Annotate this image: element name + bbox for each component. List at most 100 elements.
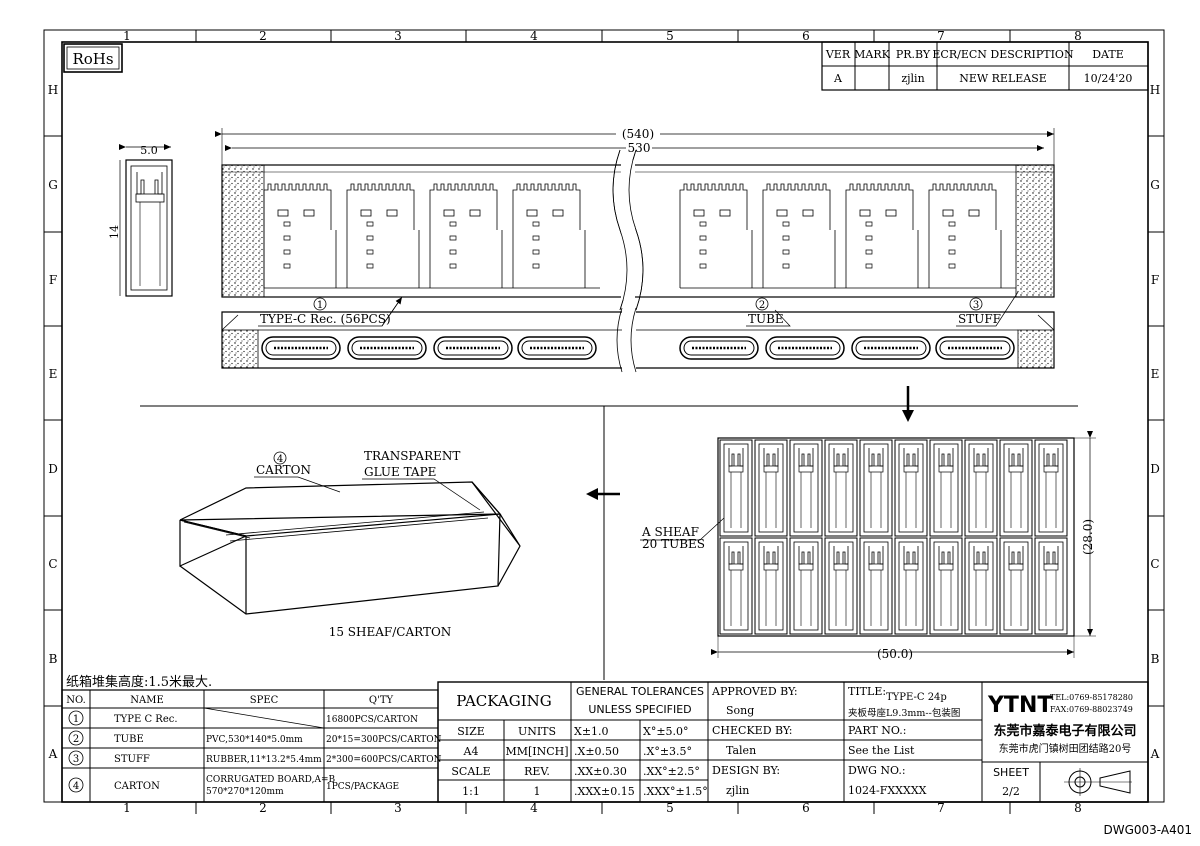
- bom-header: NAME: [130, 695, 164, 706]
- company-address: 东莞市虎门镇树田团结路20号: [999, 742, 1132, 755]
- rev-value: 1: [534, 785, 541, 798]
- row-label: D: [1150, 462, 1160, 476]
- col-label: 1: [123, 29, 131, 43]
- col-label: 8: [1074, 801, 1082, 815]
- bom-qty: 2*300=600PCS/CARTON: [326, 755, 442, 765]
- tol-value: .XX°±2.5°: [643, 765, 700, 778]
- row-label: C: [1150, 557, 1159, 571]
- row-label: E: [1151, 367, 1160, 381]
- rev-cell: A: [833, 72, 843, 85]
- row-label: B: [1151, 652, 1160, 666]
- callout-text: STUFF: [958, 312, 1001, 326]
- title-value: TYPE-C 24p: [886, 692, 947, 703]
- col-label: 7: [937, 801, 945, 815]
- scale-value: 1:1: [462, 785, 480, 798]
- col-label: 4: [530, 29, 538, 43]
- tol-value: .XX±0.30: [574, 765, 627, 778]
- tube-side-view: [221, 307, 1055, 373]
- callout-number: 3: [973, 300, 979, 311]
- down-arrow-icon: [902, 386, 914, 422]
- bom-no: 3: [73, 754, 79, 765]
- company-logo: YTNT: [987, 693, 1052, 718]
- callout-number: 2: [759, 300, 765, 311]
- rohs-label: RoHs: [72, 50, 113, 68]
- checked-value: Talen: [726, 744, 756, 757]
- rev-label: REV.: [524, 765, 550, 778]
- row-label: A: [1150, 747, 1160, 761]
- checked-label: CHECKED BY:: [712, 724, 793, 737]
- col-label: 5: [666, 29, 674, 43]
- company-name: 东莞市嘉泰电子有限公司: [993, 723, 1136, 739]
- drawing-code: DWG003-A401: [1104, 823, 1193, 837]
- dim-height: 14: [108, 225, 121, 239]
- bom-spec: 570*270*120mm: [206, 787, 284, 797]
- approved-value: Song: [726, 704, 754, 717]
- bom-qty: 1PCS/PACKAGE: [326, 782, 399, 792]
- tube-end-view: 5.0 14: [108, 144, 173, 297]
- dim-sheaf-height: (28.0): [1081, 519, 1095, 555]
- dim-inner: 530: [628, 141, 651, 155]
- title-label: TITLE:: [848, 685, 886, 698]
- tol-value: X°±5.0°: [643, 725, 689, 738]
- rev-cell: NEW RELEASE: [959, 72, 1047, 85]
- row-label: E: [49, 367, 58, 381]
- stack-note: 纸箱堆集高度:1.5米最大.: [66, 674, 212, 690]
- sheaf-label: 20 TUBES: [642, 537, 705, 551]
- rev-header: VER: [825, 48, 851, 61]
- company-tel: TEL:0769-85178280: [1050, 693, 1133, 702]
- bom-no: 2: [73, 734, 79, 745]
- rohs-box: [63, 43, 123, 73]
- callout-number: 4: [277, 454, 283, 465]
- tube-top-view: (540) 530: [215, 126, 1055, 311]
- col-label: 5: [666, 801, 674, 815]
- bom-qty: 20*15=300PCS/CARTON: [326, 735, 442, 745]
- bom-header: NO.: [66, 695, 86, 706]
- tol-value: .XXX°±1.5°: [643, 785, 708, 798]
- packaging-title: PACKAGING: [456, 692, 551, 710]
- gen-tol-label: UNLESS SPECIFIED: [588, 703, 691, 716]
- design-value: zjlin: [726, 784, 749, 797]
- dim-overall: (540): [622, 127, 654, 141]
- part-value: See the List: [848, 744, 915, 757]
- glue-label: TRANSPARENT: [364, 449, 460, 463]
- left-arrow-icon: [586, 488, 620, 500]
- gen-tol-label: GENERAL TOLERANCES: [576, 685, 704, 698]
- callout-text: CARTON: [256, 463, 311, 477]
- zone-ticks: [44, 30, 1164, 814]
- col-label: 2: [259, 801, 267, 815]
- col-label: 4: [530, 801, 538, 815]
- units-label: UNITS: [518, 725, 556, 738]
- col-label: 3: [394, 801, 402, 815]
- col-label: 2: [259, 29, 267, 43]
- dim-sheaf-width: (50.0): [877, 647, 913, 661]
- callout-text: TYPE-C Rec. (56PCS): [260, 312, 391, 326]
- bom-no: 1: [73, 714, 79, 725]
- callouts-top: 1 TYPE-C Rec. (56PCS) 2 TUBE 3 STUFF: [258, 291, 1019, 327]
- callout-text: TUBE: [748, 312, 784, 326]
- tube-sheaf: (28.0) (50.0) A SHEAF 20 TUBES: [640, 431, 1096, 661]
- row-label: C: [48, 557, 57, 571]
- size-value: A4: [463, 745, 479, 758]
- row-label: F: [1151, 273, 1159, 287]
- rev-cell: 10/24'20: [1084, 72, 1133, 85]
- title-block: PACKAGING GENERAL TOLERANCES UNLESS SPEC…: [437, 681, 1149, 803]
- tol-value: X±1.0: [574, 725, 609, 738]
- col-label: 8: [1074, 29, 1082, 43]
- carton-drawing: 4 CARTON TRANSPARENT GLUE TAPE 15 SHEAF/…: [179, 449, 521, 639]
- row-labels: H G F E D C B A H G F E D C B A: [48, 83, 1161, 761]
- col-label: 1: [123, 801, 131, 815]
- carton-qty: 15 SHEAF/CARTON: [329, 625, 452, 639]
- tol-value: .XXX±0.15: [574, 785, 635, 798]
- bom-name: STUFF: [114, 754, 150, 765]
- row-label: G: [48, 178, 58, 192]
- scale-label: SCALE: [451, 765, 490, 778]
- bom-spec: PVC,530*140*5.0mm: [206, 735, 303, 745]
- units-value: MM[INCH]: [505, 745, 568, 758]
- bom-header: Q'TY: [369, 695, 394, 706]
- size-label: SIZE: [457, 725, 485, 738]
- sheet-value: 2/2: [1002, 785, 1020, 798]
- tol-value: .X°±3.5°: [643, 745, 692, 758]
- row-label: H: [48, 83, 58, 97]
- bom-header: SPEC: [250, 695, 279, 706]
- bom-name: CARTON: [114, 781, 160, 792]
